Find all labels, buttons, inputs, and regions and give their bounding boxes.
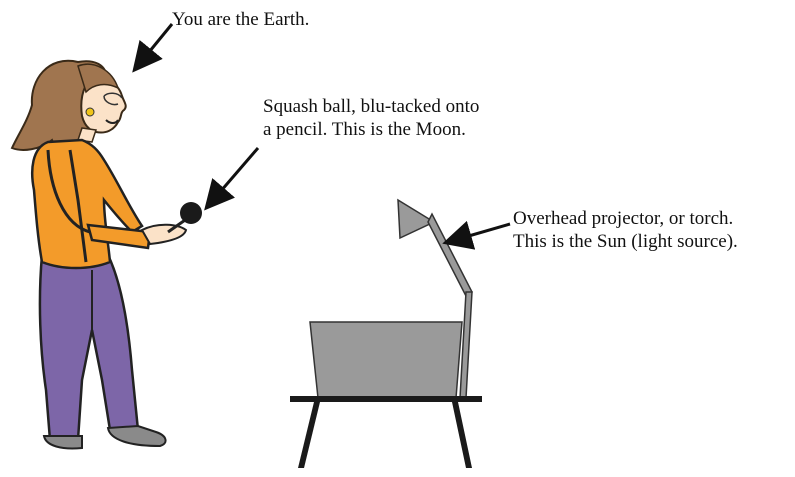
label-moon-line1: Squash ball, blu-tacked onto [263,95,479,118]
lamp-head [398,200,434,238]
label-sun: Overhead projector, or torch. This is th… [513,207,738,253]
table-leg-left [298,402,320,468]
earring [86,108,94,116]
table-leg-right [452,402,472,468]
right-shoe [108,426,166,446]
table [290,396,482,468]
woman-earth-figure [12,61,186,449]
squash-ball [180,202,202,224]
projector-post [460,292,472,398]
projector-arm [428,214,472,296]
trousers [40,255,138,440]
left-shoe [44,436,82,449]
projector-sun [310,200,472,398]
label-sun-line2: This is the Sun (light source). [513,230,738,253]
hand [142,225,186,244]
arrow-earth [136,24,172,68]
table-top [290,396,482,402]
arrow-sun [448,224,510,242]
label-earth: You are the Earth. [172,8,309,31]
moon-ball-on-pencil [168,202,202,232]
label-moon-line2: a pencil. This is the Moon. [263,118,479,141]
label-earth-text: You are the Earth. [172,9,309,30]
projector-body [310,322,462,398]
label-sun-line1: Overhead projector, or torch. [513,207,738,230]
label-moon: Squash ball, blu-tacked onto a pencil. T… [263,95,479,141]
arrow-moon [208,148,258,206]
